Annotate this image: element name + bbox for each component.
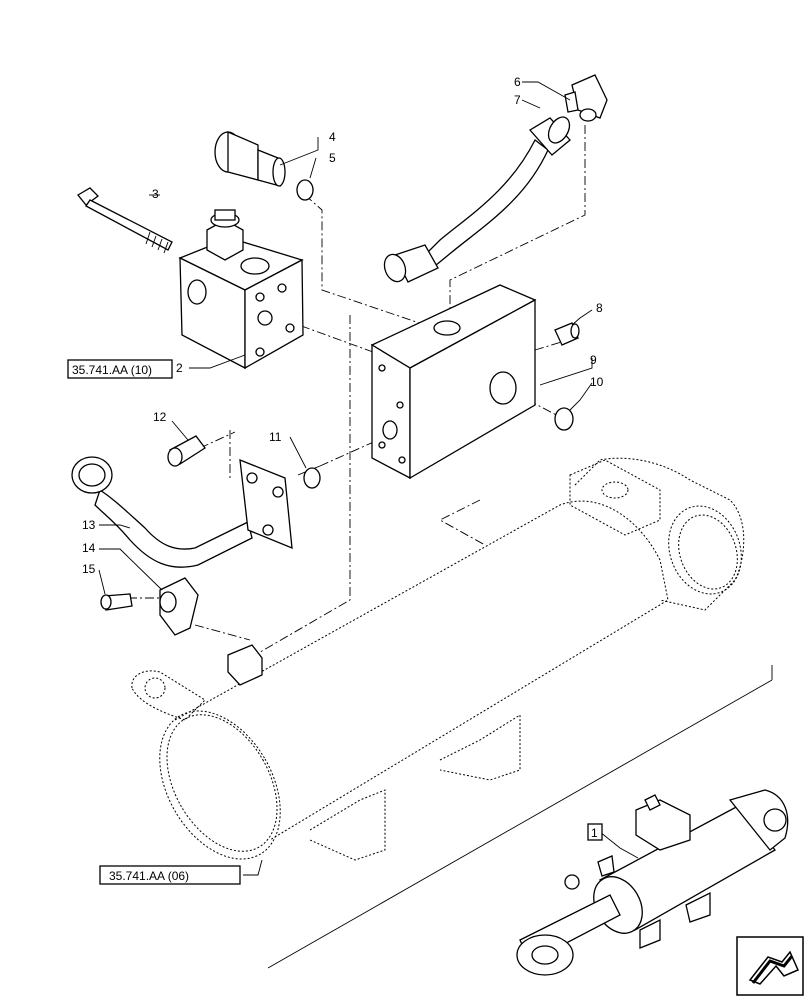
callout-6: 6	[514, 75, 521, 89]
part-6-elbow-fitting	[564, 74, 608, 122]
part-5-o-ring	[296, 179, 314, 201]
callout-3: 3	[152, 187, 159, 201]
callout-10: 10	[590, 375, 604, 389]
part-10-o-ring	[554, 407, 574, 431]
reference-box-06[interactable]	[99, 865, 241, 885]
assembly-inset	[267, 665, 789, 976]
part-8-small-plug	[554, 322, 580, 346]
part-11-o-ring	[303, 467, 321, 489]
inset-cylinder	[516, 789, 789, 976]
callout-8: 8	[596, 301, 603, 315]
part-4-plug	[214, 131, 286, 187]
reference-label-10[interactable]: 35.741.AA (10)	[72, 363, 152, 377]
reference-box-10[interactable]	[67, 359, 173, 379]
callout-1: 1	[591, 826, 598, 840]
part-9-manifold-block	[370, 284, 537, 480]
part-2-valve-block	[178, 209, 304, 370]
callout-2: 2	[176, 361, 183, 375]
part-14-clamp	[159, 577, 199, 636]
callout-13: 13	[82, 518, 96, 532]
callout-9: 9	[590, 353, 597, 367]
callout-7: 7	[514, 93, 521, 107]
callout-11: 11	[269, 430, 282, 444]
callout-15: 15	[82, 562, 96, 576]
next-page-icon[interactable]	[736, 936, 804, 996]
leader-lines	[98, 81, 639, 876]
callout-12: 12	[153, 410, 167, 424]
part-3-bolt	[77, 187, 173, 254]
part-15-bolt	[100, 593, 133, 611]
callout-4: 4	[329, 130, 336, 144]
reference-label-06[interactable]: 35.741.AA (06)	[109, 869, 189, 883]
hydraulic-cylinder-ghost	[131, 457, 745, 861]
part-7-hose	[383, 116, 571, 283]
callout-14: 14	[82, 541, 96, 555]
callout-5: 5	[329, 151, 336, 165]
part-12-screw	[167, 435, 206, 467]
part-13-pipe	[71, 456, 293, 568]
callout-1-box	[587, 823, 603, 841]
